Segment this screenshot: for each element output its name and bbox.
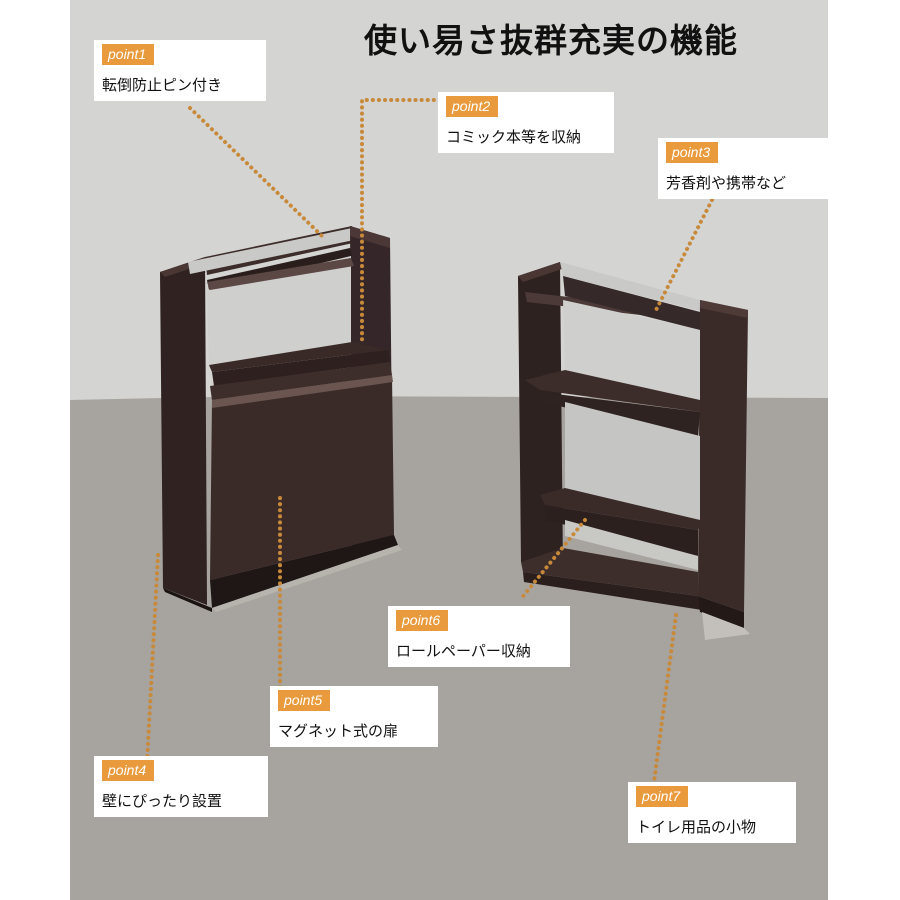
point1-text: 転倒防止ピン付き (102, 76, 223, 94)
point5-badge: point5 (278, 690, 331, 711)
callout-point1: point1 転倒防止ピン付き (94, 40, 266, 101)
callout-point5: point5 マグネット式の扉 (270, 686, 438, 747)
point7-text: トイレ用品の小物 (636, 818, 757, 836)
right-shelf (518, 262, 750, 640)
point6-badge: point6 (396, 610, 449, 631)
point3-badge: point3 (666, 142, 719, 163)
product-scene: 使い易さ抜群充実の機能 point1 転倒防止ピン付き point2 コミック本… (70, 0, 828, 900)
callout-point3: point3 芳香剤や携帯など (658, 138, 828, 199)
point4-badge: point4 (102, 760, 155, 781)
page-title: 使い易さ抜群充実の機能 (364, 21, 738, 60)
callout-point2: point2 コミック本等を収納 (438, 92, 614, 153)
point3-text: 芳香剤や携帯など (666, 174, 787, 192)
leader-point1 (188, 106, 324, 238)
point6-text: ロールペーパー収納 (396, 642, 531, 660)
callout-point7: point7 トイレ用品の小物 (628, 782, 796, 843)
point2-text: コミック本等を収納 (446, 128, 582, 146)
point4-text: 壁にぴったり設置 (102, 792, 223, 810)
point2-badge: point2 (446, 96, 499, 117)
callout-point6: point6 ロールペーパー収納 (388, 606, 570, 667)
point5-text: マグネット式の扉 (278, 722, 399, 740)
leader-point6 (518, 518, 587, 602)
point1-badge: point1 (102, 44, 155, 65)
leader-point4 (145, 553, 160, 765)
callout-point4: point4 壁にぴったり設置 (94, 756, 268, 817)
leader-point2 (360, 98, 442, 346)
leader-point7 (652, 613, 678, 784)
leader-point3 (653, 198, 714, 314)
left-cabinet (160, 226, 402, 612)
point7-badge: point7 (636, 786, 689, 807)
